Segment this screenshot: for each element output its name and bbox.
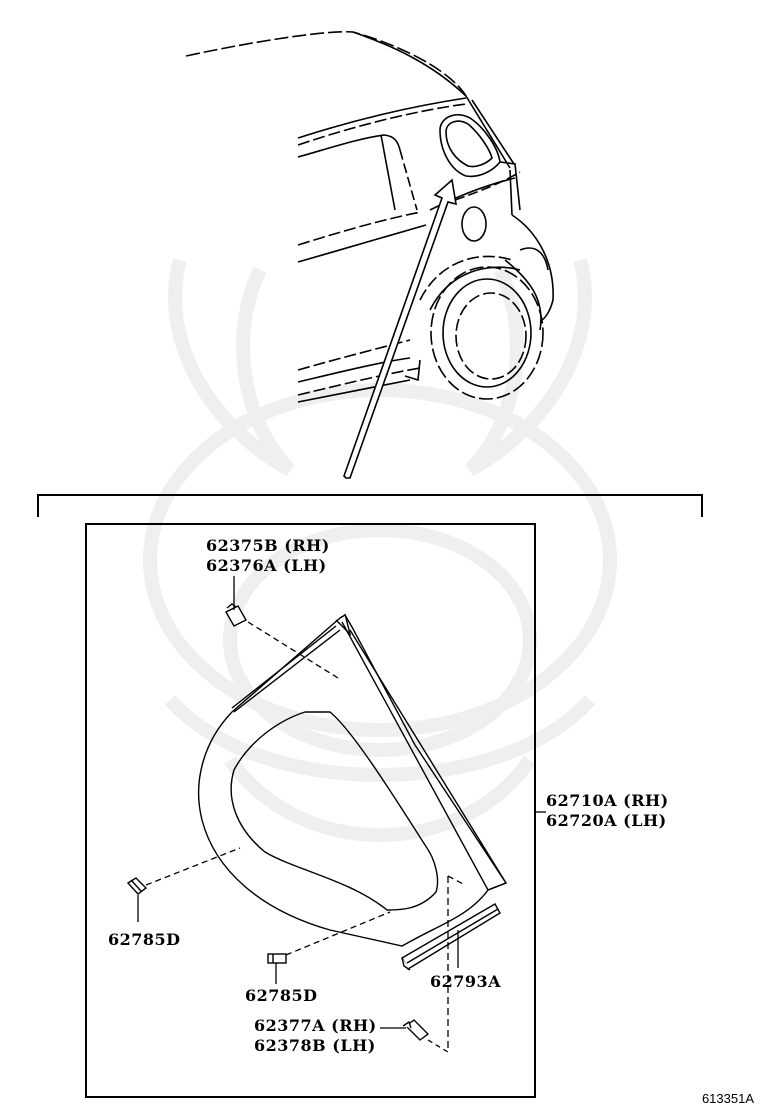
- leader-lines: [137, 576, 546, 1053]
- part-label-clip-upper: 62375B (RH) 62376A (LH): [206, 536, 330, 576]
- section-bracket: [37, 494, 703, 517]
- clip-parts: [126, 603, 430, 1041]
- location-pointer-arrow: [343, 178, 457, 479]
- part-number: 62785D: [245, 986, 318, 1005]
- part-number-rh: 62377A (RH): [254, 1016, 377, 1035]
- part-label-clip-lower: 62377A (RH) 62378B (LH): [254, 1016, 377, 1056]
- quarter-trim-panel: [197, 613, 508, 947]
- part-number-lh: 62376A (LH): [206, 556, 327, 575]
- part-label-quarter-trim: 62710A (RH) 62720A (LH): [546, 791, 669, 831]
- detail-box: [85, 523, 536, 1098]
- weatherstrip-part: [401, 903, 501, 971]
- part-number-rh: 62710A (RH): [546, 791, 669, 810]
- part-number: 62785D: [108, 930, 181, 949]
- part-label-clip-left: 62785D: [108, 930, 181, 950]
- part-number-lh: 62720A (LH): [546, 811, 667, 830]
- part-label-pin: 62785D: [245, 986, 318, 1006]
- part-number-lh: 62378B (LH): [254, 1036, 376, 1055]
- part-label-weatherstrip: 62793A: [430, 972, 501, 992]
- illustration-reference-id: 613351A: [701, 1091, 754, 1106]
- part-number: 62793A: [430, 972, 502, 991]
- part-number-rh: 62375B (RH): [206, 536, 330, 555]
